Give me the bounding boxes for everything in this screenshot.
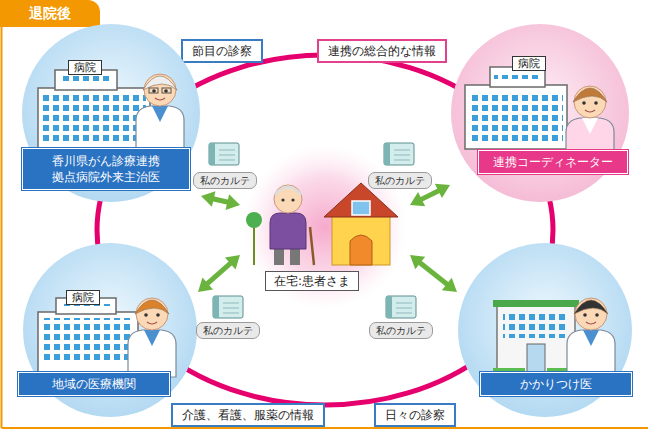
facility-label: 連携コーディネーター [478, 150, 628, 174]
building-sign: 病院 [66, 290, 100, 305]
arrow-head [226, 194, 240, 210]
arrow-head [410, 192, 425, 206]
notebook-icon [209, 143, 239, 165]
callout-text: 連携の総合的な情報 [328, 43, 436, 59]
record-label: 私のカルテ [196, 322, 260, 339]
arrow-head [201, 191, 215, 207]
tab-text: 退院後 [29, 5, 71, 23]
arrow-shaft [206, 262, 231, 284]
arrow-head [442, 278, 457, 292]
callout-box: 日々の診察 [374, 403, 456, 427]
arrow-head [435, 184, 450, 198]
arrow-shaft [420, 190, 440, 200]
building-sign: 病院 [68, 60, 102, 75]
facility-circle: 香川県がん診療連携 拠点病院外来主治医 [21, 23, 201, 203]
notebook-icon [213, 296, 243, 318]
notebook-icon [384, 143, 414, 165]
section-tab: 退院後 [0, 0, 100, 27]
callout-text: 節目の診察 [192, 43, 252, 59]
record-label: 私のカルテ [369, 322, 433, 339]
callout-box: 介護、看護、服薬の情報 [171, 403, 325, 427]
arrow-head [225, 255, 240, 270]
record-label: 私のカルテ [368, 172, 432, 189]
link-arrow [198, 255, 240, 292]
record-label: 私のカルテ [193, 172, 257, 189]
frame-line [1, 26, 3, 428]
patient-label: 在宅:患者さま [265, 271, 359, 291]
link-arrow [410, 255, 457, 292]
facility-label: 香川県がん診療連携 拠点病院外来主治医 [22, 148, 190, 190]
arrow-head [410, 255, 425, 269]
building-sign: 病院 [512, 56, 546, 71]
callout-box: 節目の診察 [181, 39, 263, 63]
arrow-shaft [212, 198, 230, 202]
facility-circle: かかりつけ医 [457, 242, 633, 418]
facility-illustration [450, 23, 630, 203]
link-arrow [201, 191, 240, 210]
arrow-shaft [419, 262, 449, 285]
frame-line [2, 427, 648, 429]
facility-label: 地域の医療機関 [18, 372, 170, 396]
facility-circle: 地域の医療機関 [22, 242, 198, 418]
callout-box: 連携の総合的な情報 [317, 39, 447, 63]
notebook-icon [386, 296, 416, 318]
callout-text: 日々の診察 [385, 407, 445, 423]
arrow-head [198, 277, 213, 292]
callout-text: 介護、看護、服薬の情報 [182, 407, 314, 423]
facility-label: かかりつけ医 [480, 372, 632, 396]
facility-circle: 連携コーディネーター [450, 23, 630, 203]
